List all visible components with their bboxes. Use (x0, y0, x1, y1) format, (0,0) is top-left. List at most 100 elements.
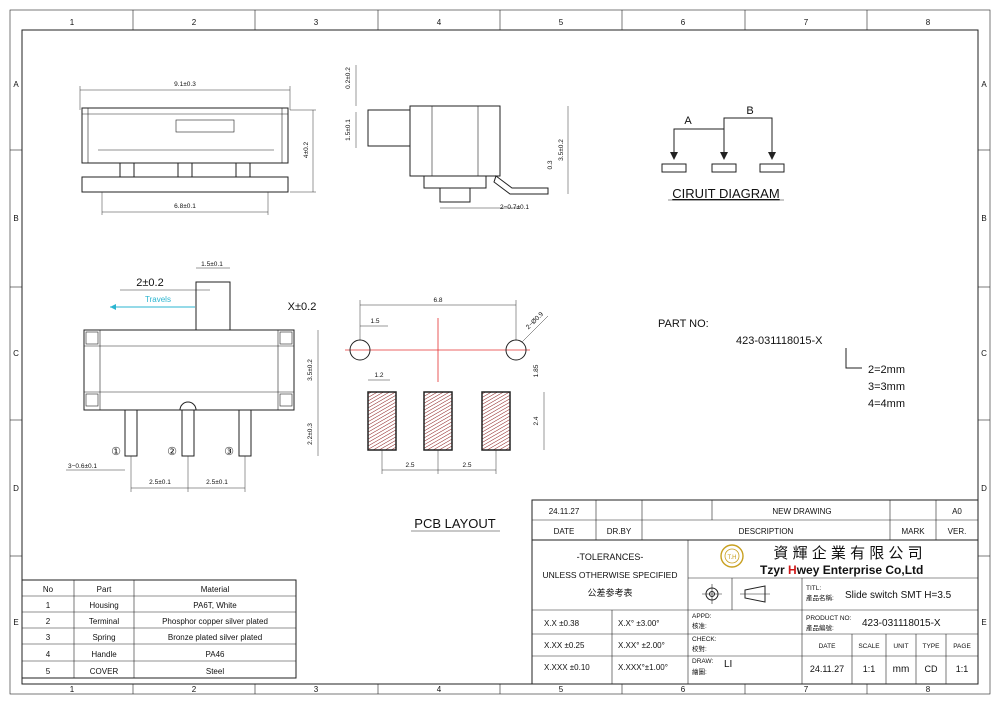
material-cell: 1 (46, 601, 51, 610)
dim-span: 6.8 (433, 297, 442, 304)
dim-pad-width: 1.2 (374, 372, 383, 379)
col-label: 6 (681, 685, 686, 694)
dim-side-height: 3.5±0.2 (558, 139, 565, 161)
dim-handle: 1.5±0.1 (345, 119, 352, 141)
pcb-pad-2 (423, 391, 453, 451)
tolerance-cell: X.X° ±3.00° (618, 619, 659, 628)
col-label: 4 (437, 685, 442, 694)
material-cell: 2 (46, 617, 51, 626)
row-label: C (13, 349, 19, 358)
projection-symbol-icon (702, 584, 770, 604)
dim-offset: 0.3 (547, 160, 554, 169)
row-label: C (981, 349, 987, 358)
material-cell: PA46 (206, 650, 226, 659)
material-cell: 5 (46, 667, 51, 676)
materials-header: Material (201, 585, 230, 594)
appd-cn: 核准: (692, 621, 707, 630)
row-label: D (981, 484, 987, 493)
material-cell: 3 (46, 633, 51, 642)
material-cell: Steel (206, 667, 224, 676)
materials-header: Part (97, 585, 112, 594)
dim-handle-pos: X±0.2 (288, 301, 317, 313)
product-value: 423-031118015-X (862, 618, 941, 629)
circuit-caption: CIRUIT DIAGRAM (672, 186, 779, 201)
material-cell: Housing (89, 601, 118, 610)
material-cell: PA6T, White (193, 601, 237, 610)
title-label-cn: 產品名稱: (806, 593, 834, 602)
dim-pin-length: 2.2±0.3 (307, 423, 314, 445)
material-cell: Spring (92, 633, 115, 642)
dim-pad-height: 2.4 (533, 416, 540, 425)
dim-pad-pitch-1: 2.5 (405, 462, 414, 469)
circuit-diagram: A B CIRUIT DIAGRAM (661, 105, 785, 201)
col-label: 2 (192, 18, 197, 27)
footer-header: DATE (819, 643, 837, 650)
revision-description: NEW DRAWING (772, 507, 831, 516)
material-cell: Phosphor copper silver plated (162, 617, 268, 626)
row-label: E (13, 618, 18, 627)
revision-header: MARK (901, 527, 925, 536)
pcb-layout: 6.8 1.5 2−Ø0.9 1.2 1.85 2.4 2.5 2.5 PCB … (345, 297, 549, 532)
tolerances-title: -TOLERANCES- (577, 552, 644, 562)
pcb-pad-3 (481, 391, 511, 451)
row-label: E (981, 618, 986, 627)
revision-header: DESCRIPTION (739, 527, 794, 536)
revision-block: 24.11.27 NEW DRAWING A0 DATE DR.BY DESCR… (531, 499, 979, 541)
terminal-b-label: B (746, 105, 753, 117)
revision-date: 24.11.27 (549, 507, 580, 516)
dim-pitch: 2−0.7±0.1 (500, 204, 529, 211)
side-view: 0.2±0.2 1.5±0.1 2−0.7±0.1 0.3 3.5±0.2 (345, 65, 569, 211)
dim-body-height: 3.5±0.2 (307, 359, 314, 381)
dim-pad-pitch-2: 2.5 (462, 462, 471, 469)
title-value: Slide switch SMT H=3.5 (845, 590, 952, 601)
title-block: -TOLERANCES- UNLESS OTHERWISE SPECIFIED … (531, 539, 979, 685)
tolerance-cell: X.X ±0.38 (544, 619, 580, 628)
col-label: 1 (70, 18, 75, 27)
dim-travel: 2±0.2 (136, 277, 163, 289)
dim-height: 4±0.2 (303, 142, 310, 159)
col-label: 3 (314, 18, 319, 27)
dim-pad-offset: 1.85 (533, 364, 540, 377)
dim-pitch-2: 2.5±0.1 (206, 479, 228, 486)
tolerances-subtitle: UNLESS OTHERWISE SPECIFIED (543, 570, 678, 580)
material-cell: Bronze plated silver plated (168, 633, 262, 642)
material-cell: COVER (90, 667, 119, 676)
company-name-cn: 資 輝 企 業 有 限 公 司 (773, 544, 922, 562)
grid-columns-bottom: 1 2 3 4 5 6 7 8 (70, 684, 931, 694)
dim-edge: 3−0.6±0.1 (68, 463, 97, 470)
front-view: 2±0.2 Travels 1.5±0.1 X±0.2 3.5±0.2 2.2±… (66, 261, 319, 492)
footer-value: mm (893, 664, 910, 675)
company-logo: T.H (720, 544, 744, 568)
tolerances-cn: 公差参考表 (587, 587, 632, 598)
terminal-a-label: A (684, 115, 692, 127)
revision-header: DATE (554, 527, 575, 536)
material-cell: 4 (46, 650, 51, 659)
col-label: 3 (314, 685, 319, 694)
col-label: 2 (192, 685, 197, 694)
revision-header: VER. (948, 527, 967, 536)
revision-header: DR.BY (607, 527, 632, 536)
pin-1-label: ① (111, 446, 121, 458)
col-label: 5 (559, 18, 564, 27)
pcb-caption: PCB LAYOUT (414, 516, 495, 531)
dim-length: 6.8±0.1 (174, 203, 196, 210)
dim-top: 0.2±0.2 (345, 67, 352, 89)
footer-value: 1:1 (956, 664, 969, 674)
col-label: 4 (437, 18, 442, 27)
part-option: 3=3mm (868, 381, 905, 393)
material-cell: Terminal (89, 617, 119, 626)
footer-value: 1:1 (863, 664, 876, 674)
draw-value: LI (724, 659, 732, 670)
tolerance-cell: X.XX° ±2.00° (618, 641, 665, 650)
tolerance-cell: X.XX ±0.25 (544, 641, 585, 650)
row-label: A (13, 80, 19, 89)
dim-handle-width: 1.5±0.1 (201, 261, 223, 268)
check-label: CHECK: (692, 636, 717, 643)
col-label: 7 (804, 685, 809, 694)
part-no-label: PART NO: (658, 318, 709, 330)
company-name-en: Tzyr Hwey Enterprise Co,Ltd (760, 563, 923, 577)
title-label: TITL: (806, 585, 821, 592)
footer-header: SCALE (858, 643, 880, 650)
logo-text: T.H (728, 555, 737, 561)
part-number-block: PART NO: 423-031118015-X 2=2mm 3=3mm 4=4… (658, 318, 905, 410)
